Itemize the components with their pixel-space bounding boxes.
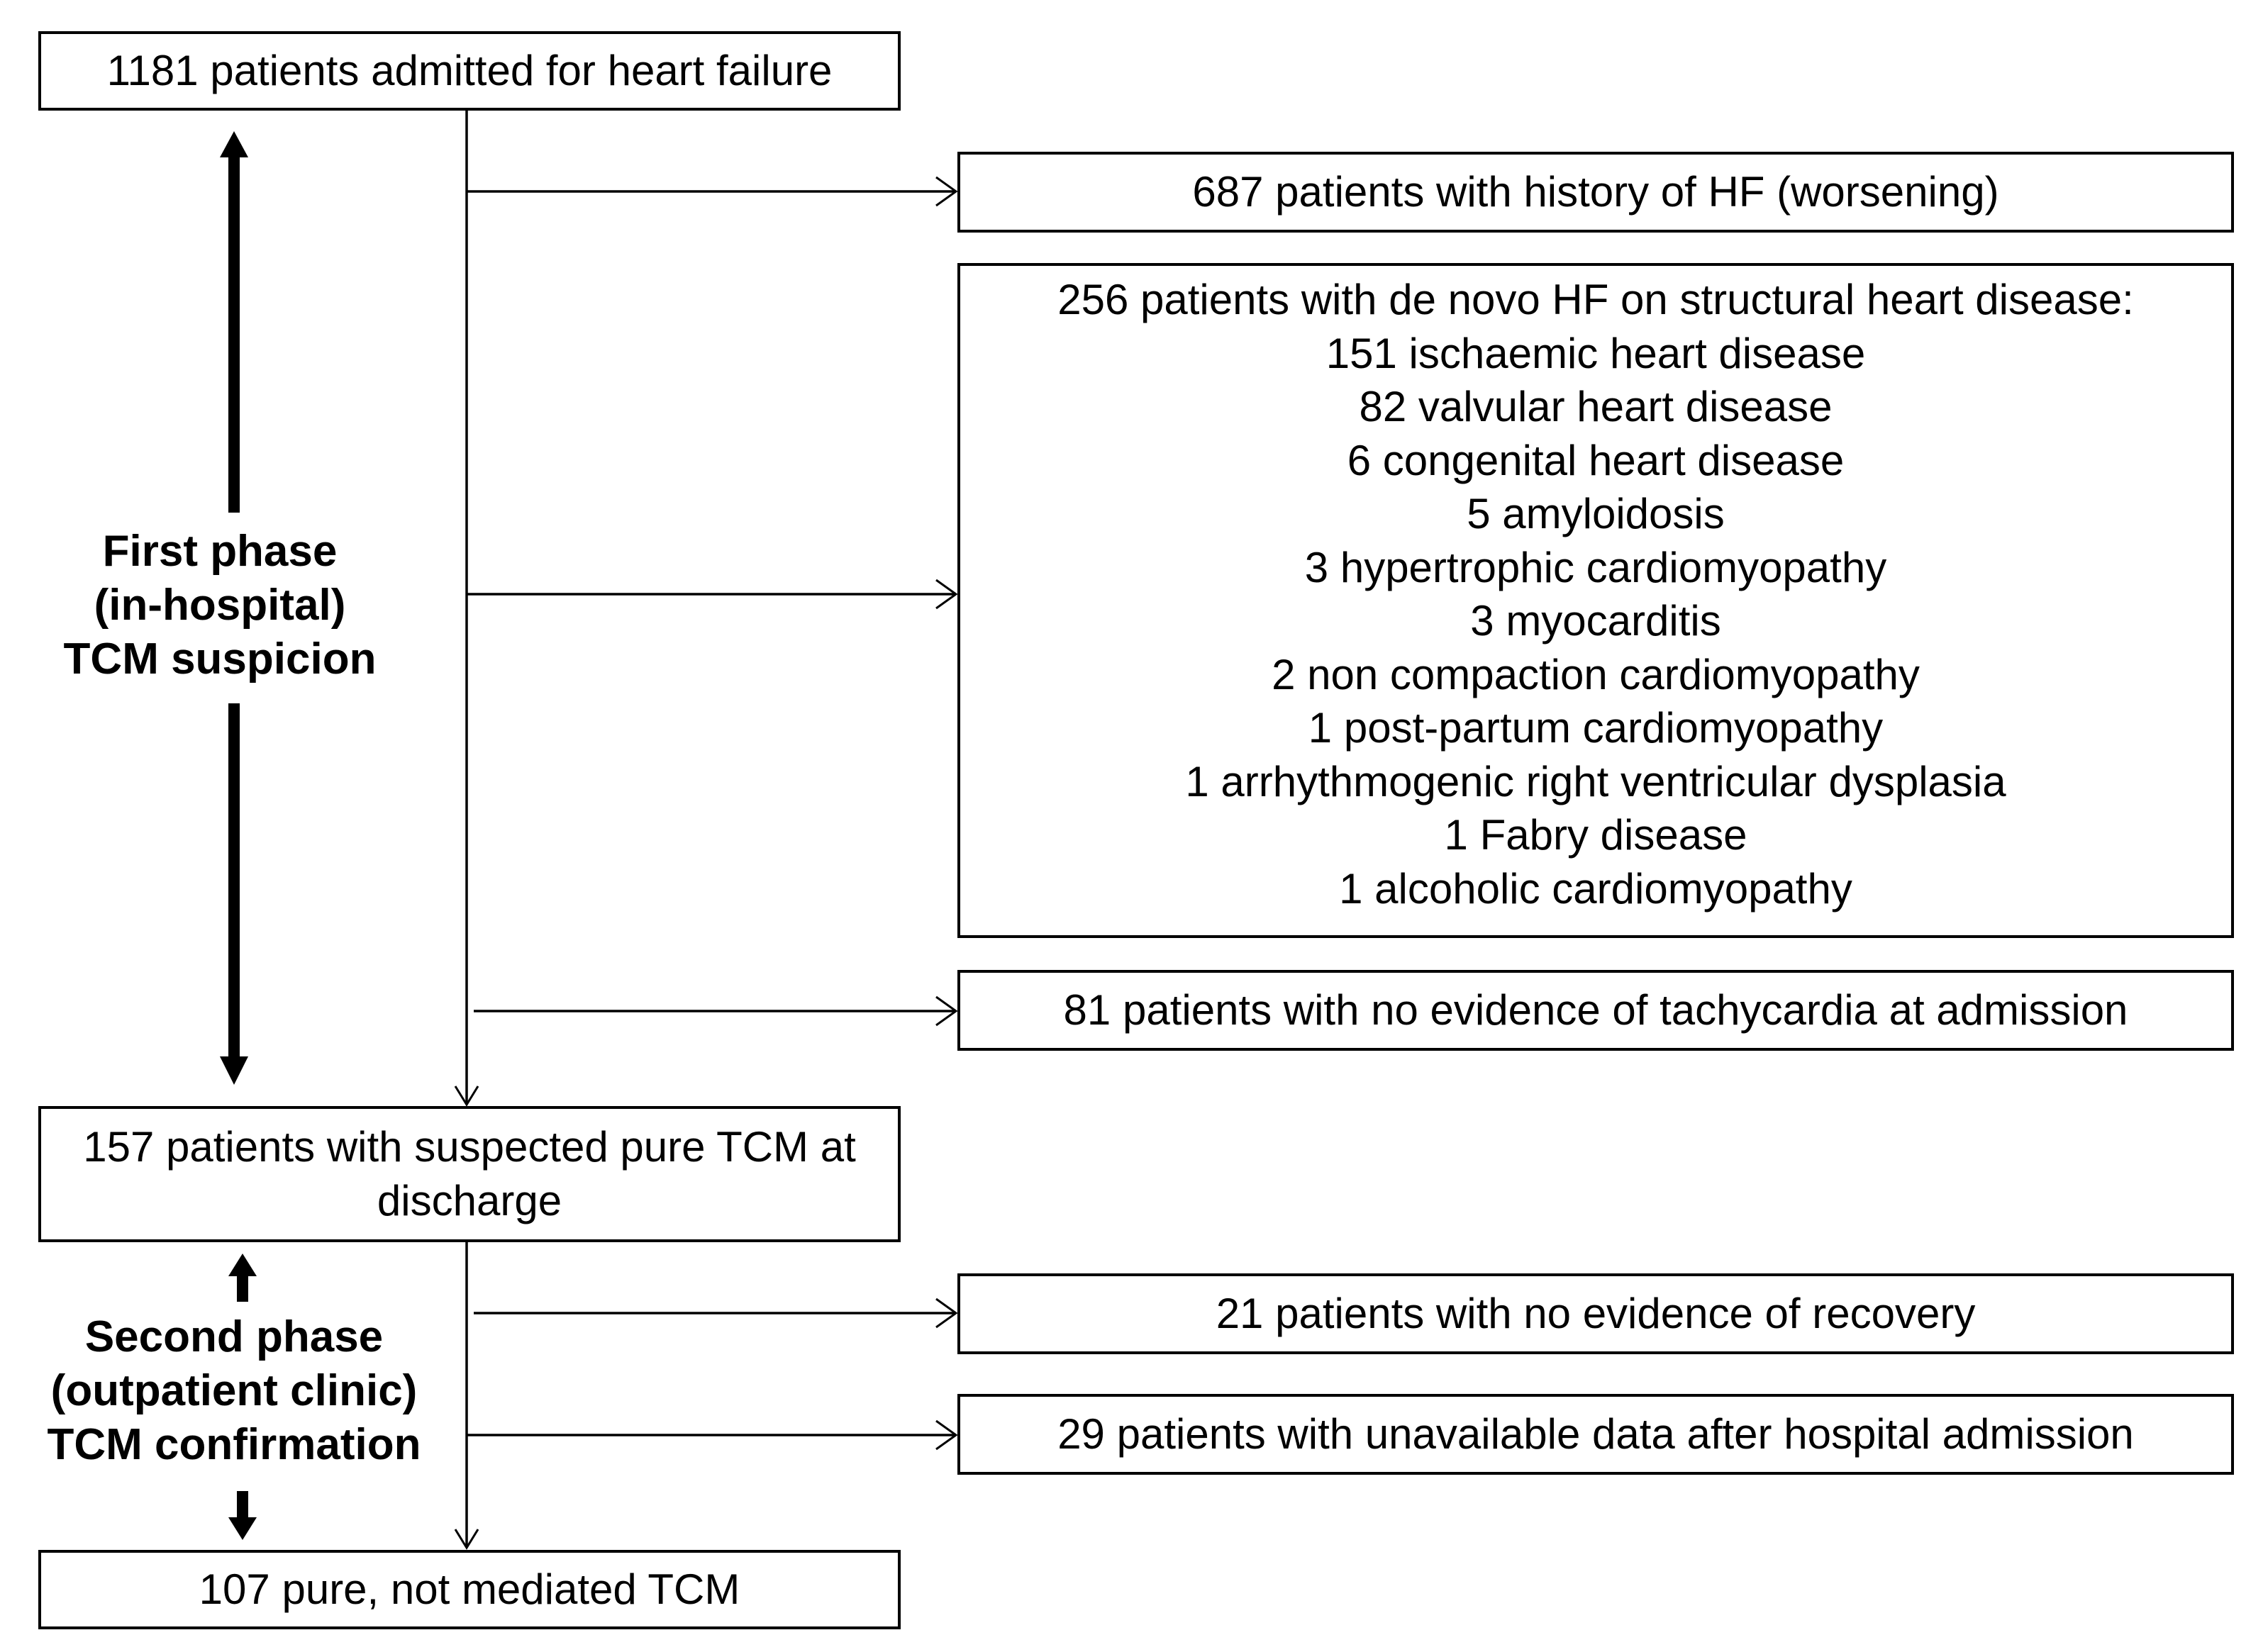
structural-box: 256 patients with de novo HF on structur… bbox=[957, 263, 2234, 938]
structural-item: 6 congenital heart disease bbox=[1347, 436, 1845, 484]
confirmed-box: 107 pure, not mediated TCM bbox=[38, 1550, 901, 1629]
history-box: 687 patients with history of HF (worseni… bbox=[957, 152, 2234, 233]
structural-item: 1 alcoholic cardiomyopathy bbox=[1339, 864, 1852, 912]
suspected-label-line2: discharge bbox=[377, 1177, 562, 1224]
first-phase-label: First phase (in-hospital) TCM suspicion bbox=[43, 525, 397, 686]
first-phase-line2: (in-hospital) bbox=[94, 581, 346, 630]
second-phase-line3: TCM confirmation bbox=[47, 1420, 421, 1469]
structural-item: 1 arrhythmogenic right ventricular dyspl… bbox=[1185, 757, 2006, 805]
arrowhead-structural bbox=[935, 579, 958, 610]
structural-header: 256 patients with de novo HF on structur… bbox=[1057, 276, 2134, 323]
structural-item: 5 amyloidosis bbox=[1467, 490, 1725, 537]
suspected-box: 157 patients with suspected pure TCM at … bbox=[38, 1106, 901, 1242]
structural-item: 1 Fabry disease bbox=[1444, 811, 1747, 859]
first-phase-shaft-lower bbox=[228, 703, 240, 1058]
structural-item: 3 myocarditis bbox=[1470, 597, 1721, 644]
structural-item: 82 valvular heart disease bbox=[1359, 383, 1833, 430]
history-label: 687 patients with history of HF (worseni… bbox=[1192, 168, 1999, 216]
first-phase-line1: First phase bbox=[102, 527, 338, 576]
second-phase-arrowhead-down bbox=[228, 1517, 257, 1540]
structural-item: 151 ischaemic heart disease bbox=[1325, 329, 1866, 377]
unavailable-box: 29 patients with unavailable data after … bbox=[957, 1394, 2234, 1475]
confirmed-label: 107 pure, not mediated TCM bbox=[199, 1566, 740, 1613]
admitted-label: 1181 patients admitted for heart failure bbox=[106, 47, 833, 94]
first-phase-line3: TCM suspicion bbox=[63, 635, 377, 683]
second-phase-arrowhead-up bbox=[228, 1254, 257, 1276]
structural-item: 1 post-partum cardiomyopathy bbox=[1308, 704, 1884, 752]
arrowhead-history bbox=[935, 176, 958, 207]
no-tachycardia-label: 81 patients with no evidence of tachycar… bbox=[1063, 986, 2128, 1034]
arrowhead-no-recovery bbox=[935, 1297, 958, 1329]
first-phase-arrowhead-down bbox=[220, 1056, 248, 1085]
second-phase-shaft-lower bbox=[237, 1491, 248, 1519]
first-phase-shaft-upper bbox=[228, 155, 240, 513]
second-phase-line2: (outpatient clinic) bbox=[50, 1366, 418, 1415]
arrowhead-to-bottom-box bbox=[454, 1529, 479, 1550]
no-recovery-box: 21 patients with no evidence of recovery bbox=[957, 1273, 2234, 1354]
second-phase-line1: Second phase bbox=[84, 1312, 384, 1361]
arrowhead-to-mid-box bbox=[454, 1085, 479, 1107]
first-phase-arrowhead-up bbox=[220, 131, 248, 157]
no-recovery-label: 21 patients with no evidence of recovery bbox=[1216, 1290, 1976, 1337]
structural-item: 3 hypertrophic cardiomyopathy bbox=[1304, 543, 1887, 591]
suspected-label-line1: 157 patients with suspected pure TCM at bbox=[83, 1123, 856, 1171]
arrowhead-no-tachycardia bbox=[935, 995, 958, 1027]
structural-item: 2 non compaction cardiomyopathy bbox=[1272, 650, 1920, 698]
no-tachycardia-box: 81 patients with no evidence of tachycar… bbox=[957, 970, 2234, 1051]
admitted-box: 1181 patients admitted for heart failure bbox=[38, 31, 901, 111]
second-phase-shaft-upper bbox=[237, 1273, 248, 1302]
second-phase-label: Second phase (outpatient clinic) TCM con… bbox=[28, 1310, 440, 1472]
arrowhead-unavailable bbox=[935, 1419, 958, 1451]
unavailable-label: 29 patients with unavailable data after … bbox=[1057, 1410, 2134, 1458]
